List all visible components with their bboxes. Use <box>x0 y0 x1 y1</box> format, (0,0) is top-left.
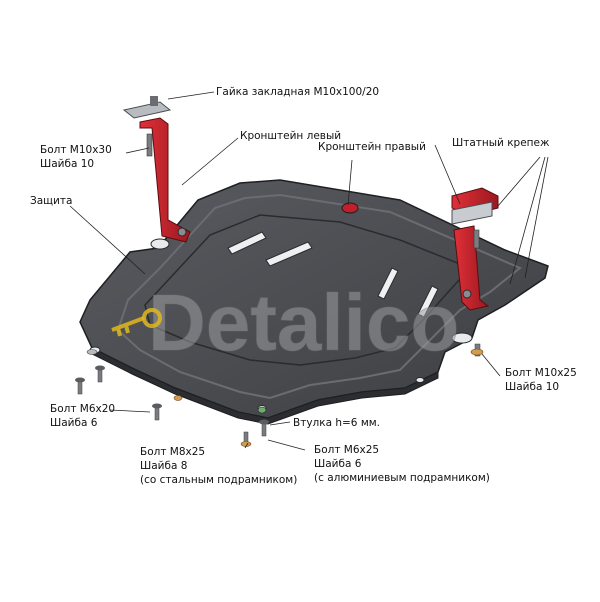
mount-hole <box>415 377 425 383</box>
washer <box>86 349 183 401</box>
nut-insert <box>150 96 158 106</box>
mount-hole <box>150 238 170 250</box>
label-washer-10-right: Шайба 10 <box>505 381 560 393</box>
label-bolt-m10x25: Болт М10х25 <box>505 367 577 379</box>
bracket-right-body <box>453 225 490 311</box>
skid-plate-rib-outline <box>116 193 522 400</box>
label-sleeve: Втулка h=6 мм. <box>293 417 381 429</box>
standard-mount-bolt <box>473 229 480 249</box>
bolt-m8x25 <box>240 431 252 447</box>
label-bolt-m10x30: Болт М10х30 <box>40 144 112 156</box>
bracket-left <box>122 96 191 243</box>
label-steel-subframe: (со стальным подрамником) <box>140 474 298 486</box>
bracket-left-body <box>139 117 191 243</box>
slot <box>265 241 313 267</box>
label-bolt-m6x25: Болт М6х25 <box>314 444 380 456</box>
label-washer-8: Шайба 8 <box>140 460 188 472</box>
label-washer-6-right: Шайба 6 <box>314 458 362 470</box>
bolt-m6x25 <box>259 419 269 437</box>
skid-plate-front-edge <box>91 347 439 425</box>
slot <box>417 285 439 318</box>
bracket-right <box>451 187 499 311</box>
bolt-head <box>462 289 472 299</box>
label-aluminum-subframe: (с алюминиевым подрамником) <box>314 472 490 484</box>
ventilation-slots <box>227 231 439 318</box>
slot <box>227 231 267 255</box>
watermark: Detalico <box>111 278 460 368</box>
mount-hole <box>451 332 473 344</box>
label-standard-mount: Штатный крепеж <box>452 137 550 149</box>
sleeve-hole <box>341 202 359 214</box>
bolt-m10x30-head <box>177 227 187 237</box>
label-bracket-left: Кронштейн левый <box>240 130 342 142</box>
sleeve <box>257 406 267 414</box>
label-washer-10-left: Шайба 10 <box>40 158 95 170</box>
label-bolt-m8x25: Болт М8х25 <box>140 446 206 458</box>
label-bracket-right: Кронштейн правый <box>318 141 426 153</box>
hardware <box>75 343 484 447</box>
skid-plate-rib-inner <box>144 214 472 366</box>
bracket-right-plate <box>451 201 493 225</box>
bolt-m10x25 <box>470 343 484 357</box>
label-shield: Защита <box>30 195 73 207</box>
leader-lines <box>69 91 549 451</box>
watermark-text: Detalico <box>148 278 459 367</box>
slot <box>377 267 399 300</box>
label-bolt-m6x20: Болт М6х20 <box>50 403 116 415</box>
key-icon <box>111 308 162 337</box>
label-washer-6-left: Шайба 6 <box>50 417 98 429</box>
nut-plate <box>122 101 172 119</box>
bolt-m6x20 <box>75 365 162 421</box>
bolt-m10x30-shaft <box>146 133 153 157</box>
label-nut: Гайка закладная М10х100/20 <box>216 86 380 98</box>
